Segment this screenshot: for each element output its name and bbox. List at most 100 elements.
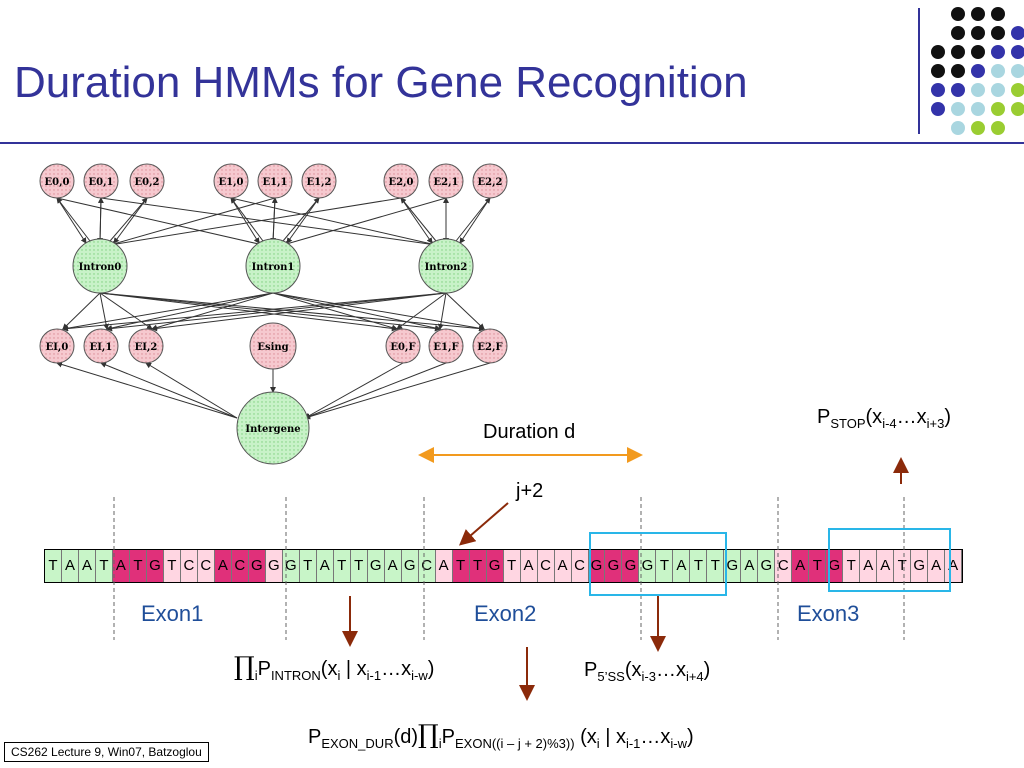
intergene-state-node: Intergene [236, 391, 310, 465]
transition-edge [230, 197, 260, 244]
transition-edge [455, 197, 491, 242]
nucleotide-cell: G [282, 550, 300, 582]
transition-edge [282, 197, 447, 247]
transition-edge [270, 197, 277, 244]
state-label: E0,0 [44, 177, 69, 188]
decor-dot [991, 121, 1005, 135]
p-intron-formula: ∏iPINTRON(xi | xi-1…xi-w) [234, 652, 435, 683]
nucleotide-cell: T [809, 550, 827, 582]
footer-label: CS262 Lecture 9, Win07, Batzoglou [4, 742, 209, 762]
final-exon-state-node: E2,F [472, 328, 508, 364]
decor-dot [1011, 45, 1024, 59]
decor-dot [971, 102, 985, 116]
decor-dot [971, 7, 985, 21]
state-label: Intron1 [252, 262, 295, 273]
transition-edge [56, 197, 91, 242]
nucleotide-cell: A [78, 550, 96, 582]
nucleotide-cell: T [45, 550, 62, 582]
transition-edge [99, 292, 441, 332]
exon-state-node: E0,0 [39, 163, 75, 199]
state-label: Intron2 [425, 262, 468, 273]
nucleotide-cell: C [571, 550, 589, 582]
transition-edge [56, 197, 264, 247]
state-label: Intron0 [79, 262, 122, 273]
decor-dot [1011, 64, 1024, 78]
nucleotide-cell: T [690, 550, 708, 582]
nucleotide-cell: T [452, 550, 470, 582]
decor-dot [951, 7, 965, 21]
decor-dot [991, 7, 1005, 21]
state-label: EI,1 [90, 342, 113, 353]
nucleotide-cell: A [741, 550, 759, 582]
transition-edge [286, 197, 320, 244]
state-label: E1,2 [306, 177, 331, 188]
transition-edge [100, 197, 437, 248]
intron-state-node: Intron1 [245, 238, 301, 294]
nucleotide-cell: C [775, 550, 793, 582]
initial-exon-state-node: EI,0 [39, 328, 75, 364]
p-exon-formula: PEXON_DUR(d)∏iPEXON((i – j + 2)%3)) (xi … [308, 720, 694, 751]
transition-edge [62, 292, 447, 332]
decor-dot [931, 64, 945, 78]
nucleotide-cell: A [214, 550, 232, 582]
exon3-label: Exon3 [797, 601, 860, 626]
transition-edge [99, 292, 485, 332]
nucleotide-cell: A [316, 550, 334, 582]
nucleotide-cell: T [843, 550, 861, 582]
nucleotide-cell: G [911, 550, 929, 582]
nucleotide-cell: G [367, 550, 385, 582]
decor-dot [931, 102, 945, 116]
exon-state-node: E1,2 [301, 163, 337, 199]
state-label: E0,2 [134, 177, 159, 188]
decor-dot [951, 45, 965, 59]
nucleotide-cell: A [520, 550, 538, 582]
nucleotide-cell: A [554, 550, 572, 582]
transition-edge [99, 292, 109, 330]
state-label: E1,1 [262, 177, 287, 188]
nucleotide-cell: C [418, 550, 436, 582]
transition-edge [304, 362, 447, 419]
j2-label: j+2 [516, 480, 544, 502]
transition-edge [113, 197, 148, 244]
nucleotide-cell: T [656, 550, 674, 582]
decor-dot [991, 45, 1005, 59]
transition-edge [304, 362, 491, 420]
transition-edge [97, 197, 104, 244]
nucleotide-cell: G [401, 550, 419, 582]
nucleotide-cell: T [333, 550, 351, 582]
transition-edge [282, 197, 320, 242]
transition-edge [230, 197, 437, 247]
state-label: EI,0 [46, 342, 69, 353]
transition-edge [62, 292, 274, 332]
initial-exon-state-node: EI,1 [83, 328, 119, 364]
exon-state-node: E0,1 [83, 163, 119, 199]
decor-dot [951, 26, 965, 40]
decor-dot [951, 64, 965, 78]
decor-dot [971, 83, 985, 97]
exon-state-node: E2,2 [472, 163, 508, 199]
nucleotide-cell: T [894, 550, 912, 582]
final-exon-state-node: E0,F [385, 328, 421, 364]
exon-state-node: E1,0 [213, 163, 249, 199]
nucleotide-cell: T [503, 550, 521, 582]
nucleotide-cell: C [180, 550, 198, 582]
decor-dot [1011, 102, 1024, 116]
exon2-label: Exon2 [474, 601, 537, 626]
transition-edge [400, 197, 437, 242]
decor-dot [991, 102, 1005, 116]
state-label: E2,2 [477, 177, 502, 188]
transition-edge [109, 197, 276, 247]
state-label: E2,1 [433, 177, 458, 188]
decor-dot [951, 102, 965, 116]
nucleotide-cell: T [129, 550, 147, 582]
transition-edge [396, 292, 447, 330]
transition-edge [400, 197, 433, 244]
nucleotide-cell: G [758, 550, 776, 582]
transition-edge [62, 292, 101, 330]
slide-title: Duration HMMs for Gene Recognition [14, 58, 748, 107]
nucleotide-cell: A [112, 550, 130, 582]
transition-edge [56, 361, 238, 419]
decor-dot [971, 64, 985, 78]
p-5ss-formula: P5’SS(xi-3…xi+4) [584, 659, 711, 684]
